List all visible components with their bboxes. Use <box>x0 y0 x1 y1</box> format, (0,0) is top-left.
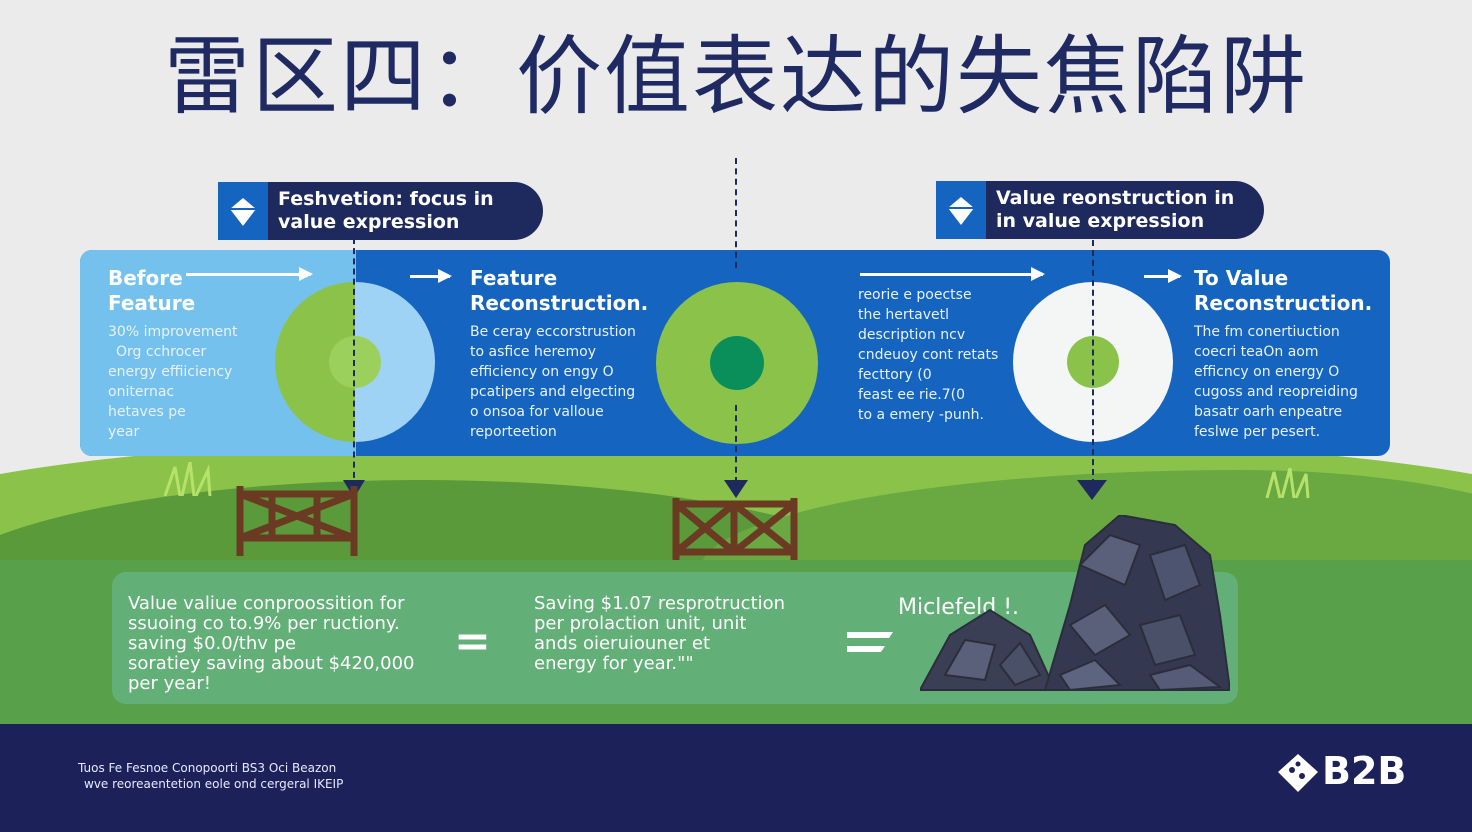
feature-line: reporteetion <box>470 424 557 440</box>
to-value-line: efficncy on energy O <box>1194 364 1340 380</box>
middle-line: the hertavetl <box>858 307 950 323</box>
tag-left-line1: Feshvetion: focus in <box>278 188 494 210</box>
feature-heading-1: Feature <box>470 266 558 290</box>
page-title: 雷区四：价值表达的失焦陷阱 <box>164 27 1308 127</box>
result-middle-line: per prolaction unit, unit <box>534 613 747 634</box>
to-value-heading-1: To Value <box>1194 266 1289 290</box>
before-line: year <box>108 424 140 440</box>
tag-left-line2: value expression <box>278 211 460 233</box>
arrow-right-icon <box>186 267 313 281</box>
middle-line: cndeuoy cont retats <box>858 347 999 363</box>
to-value-line: coecri teaOn aom <box>1194 344 1319 360</box>
tag-reconstruction: Value reonstruction in in value expressi… <box>936 181 1264 239</box>
result-left-line: saving $0.0/thv pe <box>128 633 297 654</box>
before-heading-1: Before <box>108 266 183 290</box>
tag-right-line2: in value expression <box>996 210 1205 232</box>
feature-circle-icon <box>656 282 818 444</box>
feature-line: Be ceray eccorstrustion <box>470 324 636 340</box>
arrow-right-icon <box>1144 269 1182 283</box>
footer <box>0 724 1472 832</box>
footer-text: Tuos Fe Fesnoe Conopoorti BS3 Oci Beazon… <box>78 760 343 792</box>
to-value-heading-2: Reconstruction. <box>1194 291 1373 315</box>
before-line: hetaves pe <box>108 404 186 420</box>
arrow-down-icon <box>724 480 748 498</box>
arrow-down-icon <box>1077 480 1107 500</box>
fence-icon <box>672 498 798 560</box>
arrow-right-icon <box>860 267 1045 281</box>
middle-line: reorie e poectse <box>858 287 972 303</box>
result-left: Value valiue conproossition for ssuoing … <box>128 594 448 694</box>
feature-line: efficiency on engy O <box>470 364 614 380</box>
dashed-connector <box>735 405 737 483</box>
footer-line: wve reoreaentetion eole ond cergeral IKE… <box>84 777 344 791</box>
middle-panel: reorie e poectse the hertavetl descripti… <box>858 285 1008 425</box>
result-middle-line: energy for year."" <box>534 653 694 674</box>
to-value-line: basatr oarh enpeatre <box>1194 404 1343 420</box>
dashed-connector <box>1092 240 1094 485</box>
result-left-line: Value valiue conproossition for <box>128 593 405 614</box>
arrow-right-icon <box>410 269 452 283</box>
feature-panel: Feature Reconstruction. Be ceray eccorst… <box>470 266 655 442</box>
middle-line: fecttory (0 <box>858 367 932 383</box>
diamond-icon <box>936 181 986 239</box>
before-panel: Before Feature 30% improvement Org cchro… <box>108 266 278 442</box>
result-left-line: ssuoing co to.9% per ructiony. <box>128 613 400 634</box>
before-line: oniternac <box>108 384 175 400</box>
feature-line: o onsoa for valloue <box>470 404 604 420</box>
fence-icon <box>236 486 358 556</box>
grass-tuft-icon <box>163 462 212 496</box>
result-middle-line: Saving $1.07 resprotruction <box>534 593 786 614</box>
before-line: 30% improvement <box>108 324 238 340</box>
feature-line: pcatipers and elgecting <box>470 384 636 400</box>
tag-right-line1: Value reonstruction in <box>996 187 1235 209</box>
before-heading-2: Feature <box>108 291 196 315</box>
dashed-connector <box>735 158 737 268</box>
grass-tuft-icon <box>1265 468 1310 498</box>
tag-focus: Feshvetion: focus in value expression <box>218 182 543 240</box>
feature-heading-2: Reconstruction. <box>470 291 649 315</box>
before-line: energy effiiciency <box>108 364 233 380</box>
brand-logo: B2B <box>1322 749 1407 793</box>
diamond-icon <box>218 182 268 240</box>
feature-line: to asfice heremoy <box>470 344 596 360</box>
to-value-panel: To Value Reconstruction. The fm conertiu… <box>1194 266 1379 442</box>
equals-slash-icon <box>847 632 893 652</box>
middle-line: description ncv <box>858 327 966 343</box>
to-value-line: The fm conertiuction <box>1194 324 1340 340</box>
dashed-connector <box>353 238 355 488</box>
result-middle: Saving $1.07 resprotruction per prolacti… <box>534 594 834 674</box>
to-value-line: cugoss and reopreiding <box>1194 384 1358 400</box>
before-circle-icon <box>275 282 435 442</box>
result-left-line: soratiey saving about $420,000 <box>128 653 415 674</box>
middle-line: to a emery -punh. <box>858 407 984 423</box>
middle-line: feast ee rie.7(0 <box>858 387 966 403</box>
result-middle-line: ands oieruiouner et <box>534 633 711 654</box>
result-left-line: per year! <box>128 673 211 694</box>
equals-sign: = <box>454 616 491 667</box>
rock-pile-icon <box>920 515 1230 692</box>
footer-line: Tuos Fe Fesnoe Conopoorti BS3 Oci Beazon <box>78 761 337 775</box>
to-value-line: feslwe per pesert. <box>1194 424 1321 440</box>
before-line: Org cchrocer <box>116 344 207 360</box>
dice-logo-icon <box>1278 754 1318 792</box>
